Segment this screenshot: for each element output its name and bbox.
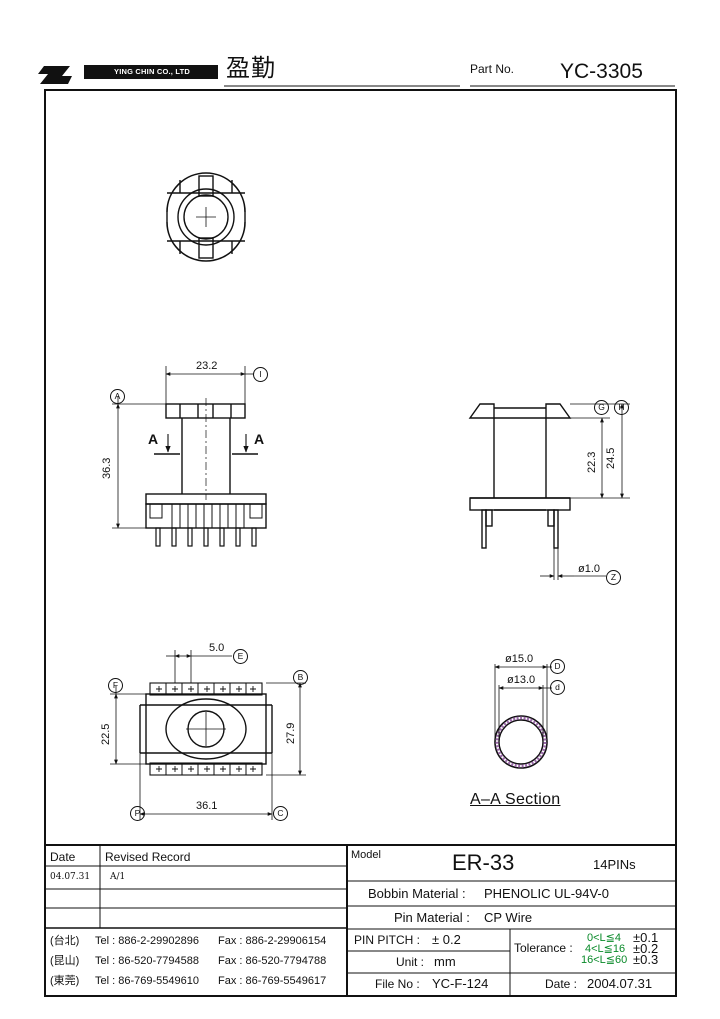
tolerance-value-2: ±0.2 [633,941,659,956]
dim-bottom-depth: 22.5 [100,723,112,745]
tolerance-range-2: 4<L≦16 [585,943,626,955]
contact-kunshan-tel: Tel : 86-520-7794588 [95,955,199,967]
dim-pin-spacing: 5.0 [209,642,225,654]
marker-h: H [614,400,629,415]
dim-height-total: 36.3 [101,457,113,479]
tolerance-label: Tolerance : [514,941,573,955]
dim-bottom-depth-2: 27.9 [285,722,297,744]
revision-row-date: 04.07.31 [50,872,91,882]
tolerance-range-1: 0<L≦4 [587,932,621,944]
dim-width-top: 23.2 [196,360,218,372]
marker-i: I [253,367,268,382]
tolerance-value-3: ±0.3 [633,952,659,967]
file-no-value: YC-F-124 [432,976,489,991]
front-view [112,366,267,547]
title-block-lines [45,844,676,996]
pin-material-label: Pin Material : [394,910,470,925]
contact-dongguan-tel: Tel : 86-769-5549610 [95,975,199,987]
pin-pitch-label: PIN PITCH : [354,933,421,947]
marker-d-lower: d [550,680,565,695]
bobbin-material-value: PHENOLIC UL-94V-0 [484,886,609,901]
model-value: ER-33 [452,850,515,875]
section-view [494,664,552,769]
pin-material-value: CP Wire [484,910,533,925]
unit-value: mm [434,954,456,969]
pin-count: 14PINs [593,857,636,872]
contact-dongguan-place: (東莞) [50,975,80,987]
marker-p: P [130,806,145,821]
model-label: Model [351,849,381,861]
revision-record-header: Revised Record [105,850,191,864]
dim-pin-diameter: ø1.0 [578,563,601,575]
tolerance-value-1: ±0.1 [633,930,659,945]
contact-taipei-fax: Fax : 886-2-29906154 [218,935,327,947]
contact-kunshan-fax: Fax : 86-520-7794788 [218,955,327,967]
drawing-frame [44,89,677,997]
contact-taipei-place: (台北) [50,935,80,947]
section-arrow-label-left: A [148,431,159,447]
company-name: YING CHIN CO., LTD [114,67,190,76]
date-label: Date : [545,977,578,991]
company-logo [38,65,218,84]
contact-dongguan-fax: Fax : 86-769-5549617 [218,975,327,987]
contact-kunshan-place: (昆山) [50,955,80,967]
dim-section-inner: ø13.0 [507,674,536,686]
dim-side-height-2: 24.5 [605,447,617,469]
section-arrow-label-right: A [254,431,265,447]
dim-section-outer: ø15.0 [505,653,534,665]
marker-b: B [293,670,308,685]
marker-f: F [108,678,123,693]
dim-bottom-width: 36.1 [196,800,218,812]
bobbin-material-label: Bobbin Material : [368,886,466,901]
unit-label: Unit : [396,955,425,969]
marker-z: Z [606,570,621,585]
revision-row-record: A/1 [110,872,126,882]
tolerance-range-3: 16<L≦60 [581,954,628,966]
date-value: 2004.07.31 [587,976,653,991]
dim-side-height-1: 22.3 [586,451,598,473]
marker-a: A [110,389,125,404]
contact-taipei-tel: Tel : 886-2-29902896 [95,935,199,947]
revision-date-header: Date [50,850,76,864]
marker-d-upper: D [550,659,565,674]
part-no-value: YC-3305 [560,60,643,83]
marker-e: E [233,649,248,664]
pin-pitch-value: ± 0.2 [432,932,461,947]
top-view [166,172,246,262]
side-view [468,403,630,580]
file-no-label: File No : [375,977,420,991]
part-no-label: Part No. [470,62,515,76]
company-name-chinese: 盈勤 [226,54,276,82]
marker-g: G [594,400,609,415]
marker-c: C [273,806,288,821]
bottom-view [110,650,306,820]
section-title: A–A Section [470,791,561,808]
